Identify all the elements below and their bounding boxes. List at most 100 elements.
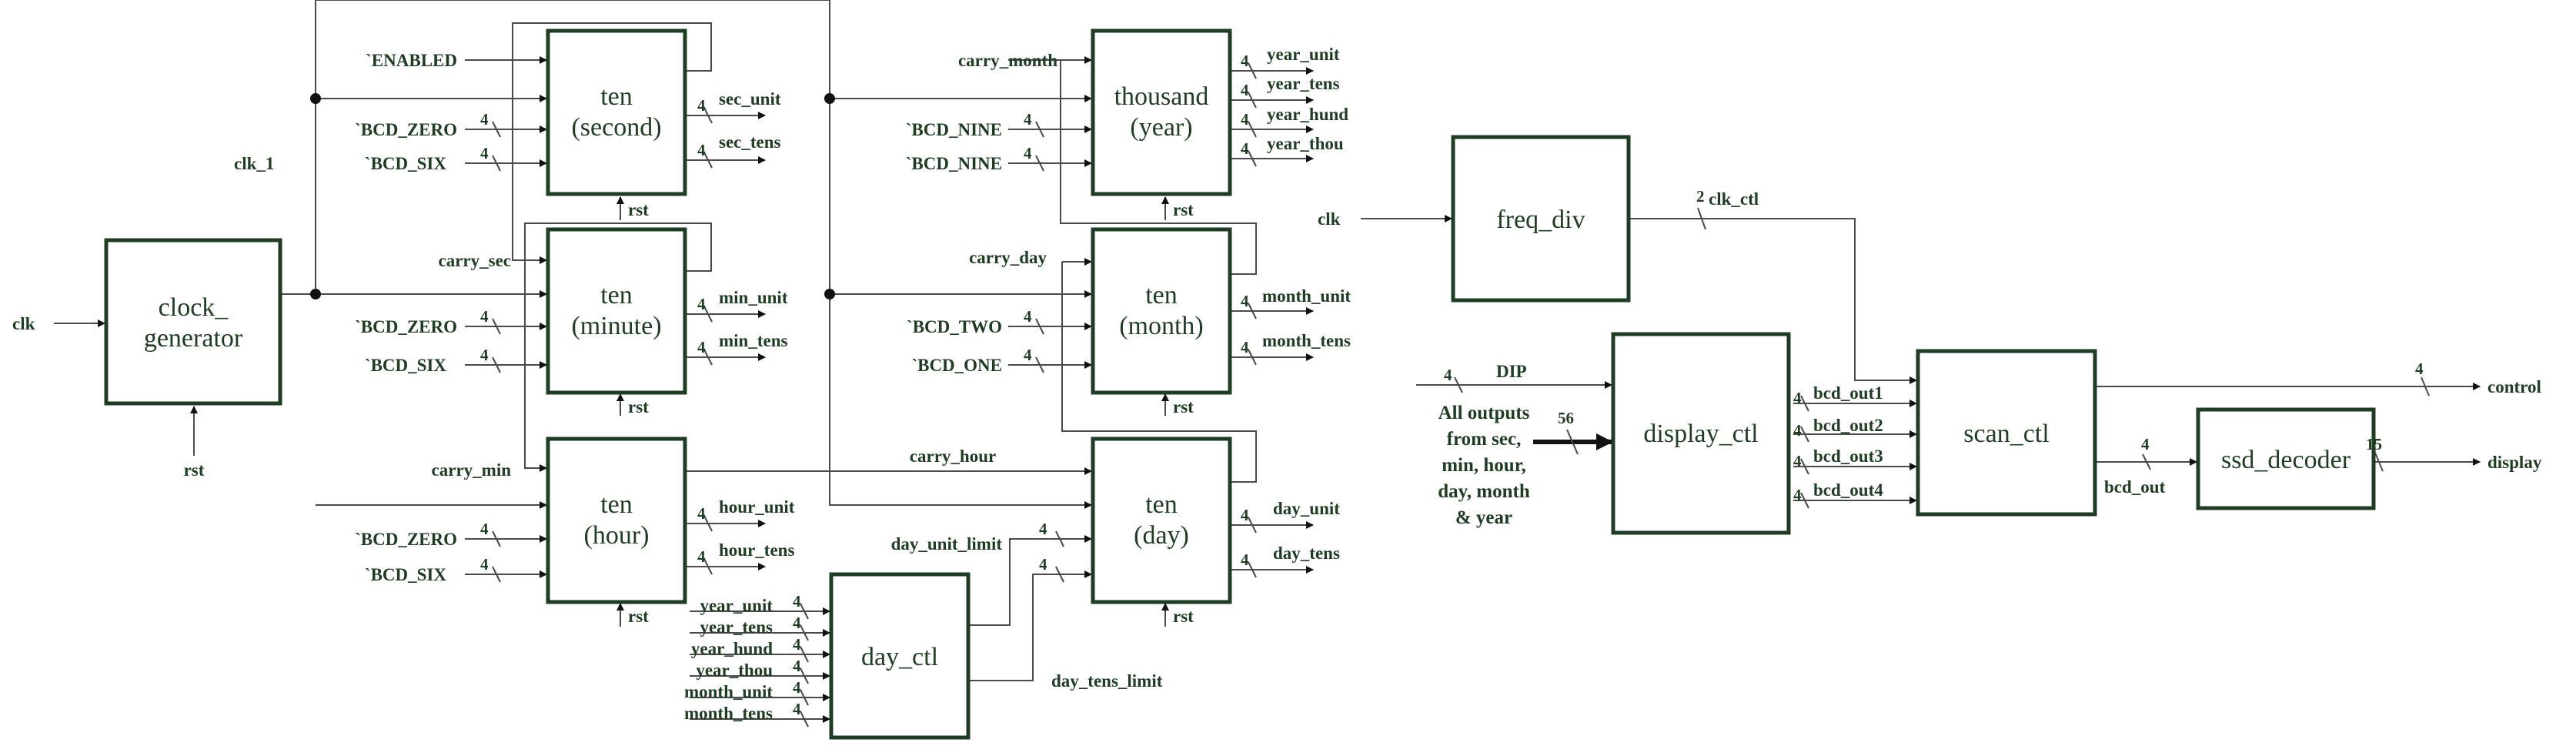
label-bcd-out1: bcd_out1 [1813, 383, 1883, 403]
label-bcd-six-hour: `BCD_SIX [365, 565, 446, 584]
bw-two: 4 [1024, 307, 1032, 326]
label-day-unit: day_unit [1273, 499, 1340, 518]
bw-dc-4: 4 [793, 657, 801, 675]
label-year-thou: year_thou [1267, 134, 1344, 153]
block-clock-generator: clock_ generator [104, 238, 282, 406]
block-ten-second-line1: ten [600, 82, 633, 111]
bw-dc-6: 4 [793, 700, 801, 718]
block-ten-hour-line1: ten [600, 490, 633, 519]
bw-day-unit-limit: 4 [1039, 520, 1047, 538]
bw-clk-ctl: 2 [1696, 187, 1705, 206]
label-clk-right: clk [1318, 209, 1341, 229]
bw-year-tens: 4 [1241, 81, 1249, 99]
label-carry-day: carry_day [969, 248, 1047, 267]
label-rst-clockgen: rst [184, 460, 205, 480]
bw-control: 4 [2415, 360, 2424, 378]
bw-hour-zero: 4 [480, 520, 489, 538]
label-carry-hour: carry_hour [910, 447, 996, 466]
bus-ticks [492, 62, 2430, 728]
bw-56: 56 [1558, 409, 1574, 427]
block-ten-day-line2: (day) [1134, 521, 1189, 550]
label-rst-hour: rst [628, 607, 649, 626]
block-clock-generator-line1: clock_ [159, 293, 229, 322]
bus-width-labels: 4 4 4 4 4 4 4 4 4 4 4 4 4 4 4 4 4 4 4 4 … [480, 52, 2424, 718]
block-ten-second: ten (second) [546, 28, 687, 196]
label-enabled: `ENABLED [366, 51, 457, 70]
bw-min-tens: 4 [697, 338, 706, 356]
bw-day-tens: 4 [1241, 550, 1249, 569]
bw-hour-unit: 4 [697, 504, 706, 523]
block-ten-day: ten (day) [1091, 437, 1232, 604]
bw-min-unit: 4 [697, 295, 706, 313]
bw-sec-unit: 4 [697, 96, 706, 115]
label-bcd-out: bcd_out [2104, 477, 2166, 497]
bw-day-unit: 4 [1241, 506, 1249, 524]
block-scan-ctl-label: scan_ctl [1963, 420, 2049, 448]
bw-one: 4 [1024, 346, 1032, 364]
bw-hour-tens: 4 [697, 547, 706, 566]
label-control: control [2487, 377, 2541, 396]
label-bcd-one: `BCD_ONE [911, 356, 1002, 375]
note-line-5: & year [1455, 507, 1512, 528]
bw-month-tens: 4 [1241, 338, 1249, 356]
bw-sec-zero: 4 [480, 110, 489, 129]
label-rst-day: rst [1173, 607, 1194, 626]
label-bcd-out2: bcd_out2 [1813, 416, 1883, 435]
block-ten-month: ten (month) [1091, 227, 1232, 395]
block-ten-month-line1: ten [1145, 281, 1178, 309]
bw-out1: 4 [1793, 389, 1802, 407]
block-scan-ctl: scan_ctl [1916, 349, 2097, 517]
label-carry-sec: carry_sec [439, 251, 512, 270]
block-clock-generator-line2: generator [144, 324, 243, 353]
block-display-ctl-label: display_ctl [1643, 420, 1758, 448]
signal-labels: clk rst clk_1 `ENABLED `BCD_ZERO `BCD_SI… [12, 45, 2542, 723]
block-display-ctl: display_ctl [1611, 332, 1791, 535]
bw-day-tens-limit: 4 [1039, 555, 1047, 574]
label-clk-1: clk_1 [234, 154, 274, 173]
label-display: display [2487, 453, 2542, 472]
bw-dc-2: 4 [793, 614, 801, 632]
note-line-1: All outputs [1438, 403, 1530, 423]
label-month-unit: month_unit [1262, 286, 1351, 306]
label-dayctl-year-unit: year_unit [700, 596, 773, 615]
note-line-2: from sec, [1447, 429, 1522, 450]
label-day-tens-limit: day_tens_limit [1051, 671, 1163, 691]
bw-display: 15 [2366, 435, 2382, 453]
label-rst-sec: rst [628, 200, 649, 219]
label-bcd-out4: bcd_out4 [1813, 480, 1883, 500]
label-day-unit-limit: day_unit_limit [891, 534, 1003, 554]
wires [54, 0, 2481, 723]
label-bcd-six-sec: `BCD_SIX [365, 154, 446, 173]
block-ten-hour-line2: (hour) [584, 521, 650, 550]
label-bcd-out3: bcd_out3 [1813, 447, 1883, 466]
label-bcd-zero-min: `BCD_ZERO [355, 317, 457, 336]
block-day-ctl: day_ctl [829, 572, 971, 740]
label-year-hund: year_hund [1267, 105, 1348, 124]
block-ten-minute-line2: (minute) [571, 312, 661, 340]
label-min-tens: min_tens [719, 331, 788, 350]
bw-bcd-out: 4 [2141, 435, 2150, 453]
bw-year-thou: 4 [1241, 139, 1249, 158]
label-hour-unit: hour_unit [719, 497, 795, 517]
block-thousand-year-line2: (year) [1130, 113, 1192, 142]
label-clk-ctl: clk_ctl [1709, 189, 1759, 209]
label-dayctl-month-tens: month_tens [684, 704, 773, 723]
label-bcd-zero-hour: `BCD_ZERO [355, 530, 457, 549]
block-day-ctl-label: day_ctl [861, 643, 938, 671]
label-bcd-nine-1: `BCD_NINE [906, 120, 1002, 139]
bw-year-unit: 4 [1241, 52, 1249, 70]
bw-sec-six: 4 [480, 144, 489, 162]
label-bcd-two: `BCD_TWO [907, 317, 1002, 336]
label-sec-tens: sec_tens [719, 132, 781, 152]
label-dayctl-month-unit: month_unit [684, 682, 773, 701]
block-thousand-year-line1: thousand [1114, 82, 1209, 111]
bw-min-six: 4 [480, 346, 489, 364]
bw-sec-tens: 4 [697, 141, 706, 159]
bw-nine-2: 4 [1024, 144, 1032, 162]
label-rst-month: rst [1173, 397, 1194, 416]
block-ssd-decoder-label: ssd_decoder [2221, 446, 2351, 474]
junction-dots [310, 93, 835, 299]
note-line-3: min, hour, [1442, 455, 1526, 476]
bw-year-hund: 4 [1241, 110, 1249, 129]
